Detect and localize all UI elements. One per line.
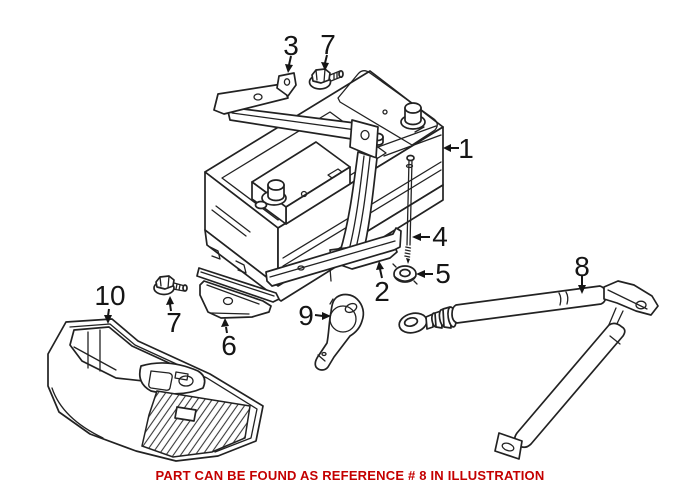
rod-nut <box>392 263 418 285</box>
callout-10: 10 <box>94 280 125 311</box>
callout-5: 5 <box>435 258 451 289</box>
mounting-rail <box>265 227 402 287</box>
callout-1: 1 <box>458 133 474 164</box>
callout-7-lower: 7 <box>166 307 182 338</box>
callout-9: 9 <box>298 300 314 331</box>
support-bracket <box>314 293 365 371</box>
strut-assembly <box>398 280 659 460</box>
callout-3: 3 <box>283 30 299 61</box>
callout-2: 2 <box>374 276 390 307</box>
callout-labels: 1 2 3 4 5 6 7 7 8 9 10 <box>94 29 589 361</box>
callout-arrows <box>104 54 586 334</box>
callout-6: 6 <box>221 330 237 361</box>
callout-8: 8 <box>574 251 590 282</box>
hex-bolt-lower <box>153 275 188 296</box>
reference-note: PART CAN BE FOUND AS REFERENCE # 8 IN IL… <box>155 468 545 483</box>
callout-4: 4 <box>432 221 448 252</box>
hold-down-bracket <box>196 267 280 319</box>
hold-down-rod <box>404 154 415 264</box>
callout-7-upper: 7 <box>320 29 336 60</box>
hex-bolt-upper <box>308 68 344 90</box>
storage-tray <box>47 318 264 462</box>
